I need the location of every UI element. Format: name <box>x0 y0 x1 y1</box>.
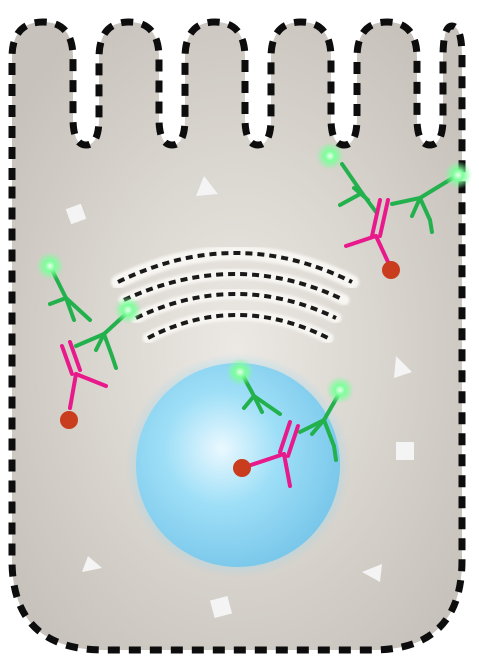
particles <box>65 176 414 619</box>
secondary-antibody <box>48 268 92 322</box>
particle-triangle <box>82 556 102 572</box>
golgi-apparatus <box>111 246 359 344</box>
cell-membrane <box>8 18 466 654</box>
primary-antibody <box>344 198 390 264</box>
fluorophore <box>114 296 142 324</box>
fluorophore <box>316 142 344 170</box>
complex-top-right <box>316 142 472 279</box>
particle-square <box>65 203 87 225</box>
complex-left <box>36 252 142 429</box>
particle-triangle <box>196 176 218 196</box>
fluorophore <box>226 358 254 386</box>
enzyme <box>233 459 251 477</box>
fluorophore <box>326 376 354 404</box>
secondary-antibody <box>338 162 378 214</box>
primary-antibody <box>60 340 108 410</box>
enzyme <box>60 411 78 429</box>
particle-square <box>209 595 233 619</box>
particle-triangle <box>362 564 382 582</box>
particle-triangle <box>394 356 412 378</box>
particle-square <box>396 442 414 460</box>
secondary-antibody <box>390 174 458 234</box>
fluorophore <box>444 161 472 189</box>
enzyme <box>382 261 400 279</box>
primary-antibody <box>246 420 300 488</box>
fluorophore <box>36 252 64 280</box>
complex-nucleus <box>226 358 354 488</box>
